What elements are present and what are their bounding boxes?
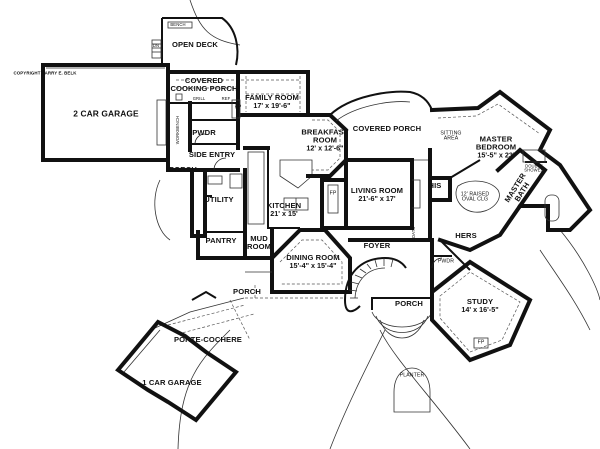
label-grill: GRILL (192, 95, 206, 101)
label-porch-side: PORCH (169, 165, 197, 175)
label-pwdr-2: PWDR (437, 258, 455, 265)
side-entry-walls (166, 101, 240, 172)
utility-walls (190, 168, 274, 294)
breakfast-room-walls (306, 113, 348, 178)
label-porch-center: PORCH (395, 299, 423, 309)
label-covered-cooking-porch: COVERED COOKING PORCH (170, 76, 238, 93)
porte-cochere-walls (154, 290, 255, 341)
label-double-shower: DOUBLE SHOWER (524, 163, 544, 173)
one-car-garage-walls (115, 319, 239, 423)
label-sitting-area: SITTING AREA (440, 130, 462, 142)
label-porch-front: PORCH (233, 287, 261, 297)
label-planter: PLANTER (399, 372, 425, 379)
planter-outline (393, 367, 431, 413)
label-fp-1: FP (234, 104, 242, 111)
label-dn: DN (152, 42, 160, 48)
label-foyer: FOYER (363, 241, 391, 251)
label-covered-porch: COVERED PORCH (352, 124, 422, 134)
label-utility: UTILITY (204, 195, 234, 205)
site-curves (154, 0, 600, 449)
label-porte-cochere: PORTE-COCHERE (174, 335, 242, 345)
label-raised-clg: 12' RAISED OVAL CLG (460, 191, 490, 203)
label-one-car-garage: 1 CAR GARAGE (142, 378, 202, 388)
label-pwdr-1: PWDR (192, 128, 216, 138)
label-bench: BENCH (170, 21, 186, 27)
study-walls (430, 259, 533, 363)
kitchen-walls (243, 146, 313, 229)
copyright-text: COPYRIGHT LARRY E. BELK (13, 70, 77, 76)
label-workbench: WORKBENCH (174, 115, 180, 145)
label-open-deck: OPEN DECK (171, 40, 219, 50)
label-mud-room: MUD ROOM (246, 234, 272, 251)
label-his: HIS (428, 181, 442, 191)
open-deck-walls (151, 17, 239, 66)
label-pantry: PANTRY (205, 236, 237, 246)
label-ref: REF (221, 95, 231, 101)
left-porch (245, 285, 345, 299)
label-two-car-garage: 2 CAR GARAGE (73, 108, 139, 119)
label-fp-2: FP (329, 190, 337, 197)
label-side-entry: SIDE ENTRY (188, 150, 236, 160)
label-fp-3: FP (477, 339, 485, 346)
cooking-porch-family-walls (166, 70, 310, 150)
dining-room-walls (245, 228, 352, 294)
label-hers: HERS (455, 231, 477, 241)
master-suite-walls (428, 89, 593, 271)
label-coats: COATS (410, 226, 416, 242)
